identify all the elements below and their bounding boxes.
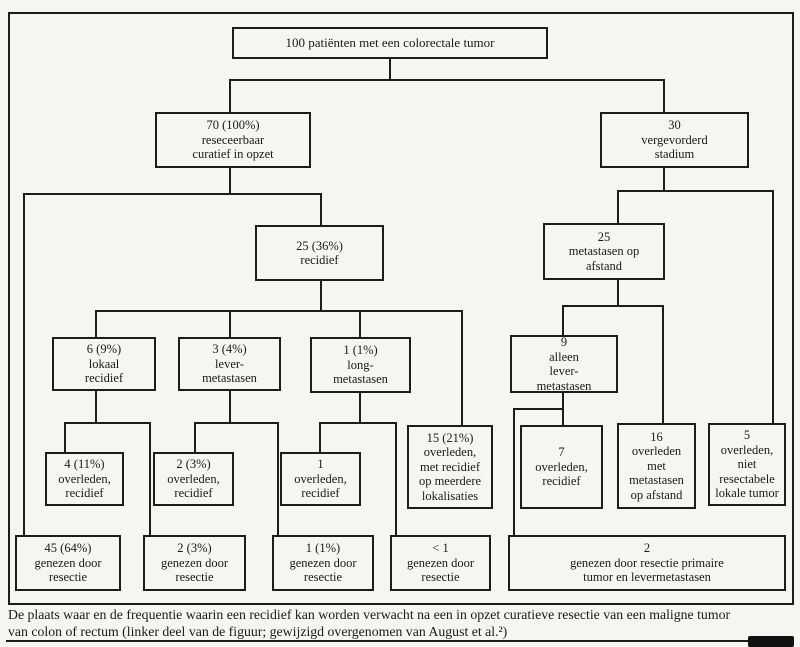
node-cured-primary-liver: 2 genezen door resectie primaire tumor e… <box>508 535 786 591</box>
node-cured-resection-2: 2 (3%) genezen door resectie <box>143 535 246 591</box>
connector-line <box>662 305 664 425</box>
scan-mark <box>748 636 794 647</box>
node-patients-total: 100 patiënten met een colorectale tumor <box>232 27 548 59</box>
connector-line <box>229 79 665 81</box>
node-cured-resection-lt1: < 1 genezen door resectie <box>390 535 491 591</box>
connector-line <box>359 310 361 339</box>
connector-line <box>277 422 279 537</box>
node-died-recurrence-1: 1 overleden, recidief <box>280 452 361 506</box>
node-died-distant-16: 16 overleden met metastasen op afstand <box>617 423 696 509</box>
node-cured-resection-1: 1 (1%) genezen door resectie <box>272 535 374 591</box>
connector-line <box>617 190 774 192</box>
connector-line <box>229 390 231 424</box>
figure-caption: De plaats waar en de frequentie waarin e… <box>8 606 796 640</box>
connector-line <box>320 193 322 227</box>
node-distant-metastases: 25 metastasen op afstand <box>543 223 665 280</box>
connector-line <box>562 392 564 410</box>
node-local-recurrence: 6 (9%) lokaal recidief <box>52 337 156 391</box>
node-advanced-stage: 30 vergevorderd stadium <box>600 112 749 168</box>
connector-line <box>229 79 231 112</box>
connector-line <box>461 310 463 427</box>
connector-line <box>562 305 664 307</box>
node-died-unresectable-5: 5 overleden, niet resectabele lokale tum… <box>708 423 786 506</box>
node-died-multiple-sites: 15 (21%) overleden, met recidief op meer… <box>407 425 493 509</box>
connector-line <box>772 190 774 425</box>
connector-line <box>95 310 97 339</box>
node-cured-resection-45: 45 (64%) genezen door resectie <box>15 535 121 591</box>
node-recurrence: 25 (36%) recidief <box>255 225 384 281</box>
connector-line <box>359 392 361 424</box>
node-liver-only-metastases: 9 alleen lever- metastasen <box>510 335 618 393</box>
connector-line <box>23 193 322 195</box>
connector-line <box>64 422 66 454</box>
connector-line <box>229 167 231 195</box>
connector-line <box>320 280 322 312</box>
connector-line <box>389 58 391 81</box>
connector-line <box>562 305 564 337</box>
connector-line <box>562 408 564 427</box>
connector-line <box>194 422 196 454</box>
node-resectable-curative: 70 (100%) reseceerbaar curatief in opzet <box>155 112 311 168</box>
connector-line <box>95 390 97 424</box>
figure-caption-line2: van colon of rectum (linker deel van de … <box>8 624 508 639</box>
connector-line <box>617 279 619 307</box>
connector-line <box>229 310 231 339</box>
node-liver-metastases: 3 (4%) lever- metastasen <box>178 337 281 391</box>
connector-line <box>149 422 151 537</box>
node-lung-metastases: 1 (1%) long- metastasen <box>310 337 411 393</box>
connector-line <box>513 408 564 410</box>
connector-line <box>617 190 619 225</box>
bottom-rule <box>6 640 750 642</box>
connector-line <box>395 422 397 537</box>
chart-frame <box>8 12 794 605</box>
figure-caption-line1: De plaats waar en de frequentie waarin e… <box>8 607 731 622</box>
node-died-recurrence-4: 4 (11%) overleden, recidief <box>45 452 124 506</box>
node-died-recurrence-2: 2 (3%) overleden, recidief <box>153 452 234 506</box>
connector-line <box>663 79 665 112</box>
connector-line <box>513 408 515 537</box>
connector-line <box>194 422 279 424</box>
connector-line <box>319 422 321 454</box>
connector-line <box>64 422 151 424</box>
connector-line <box>663 167 665 192</box>
connector-line <box>319 422 397 424</box>
connector-line <box>23 193 25 537</box>
connector-line <box>95 310 463 312</box>
node-died-recurrence-7: 7 overleden, recidief <box>520 425 603 509</box>
